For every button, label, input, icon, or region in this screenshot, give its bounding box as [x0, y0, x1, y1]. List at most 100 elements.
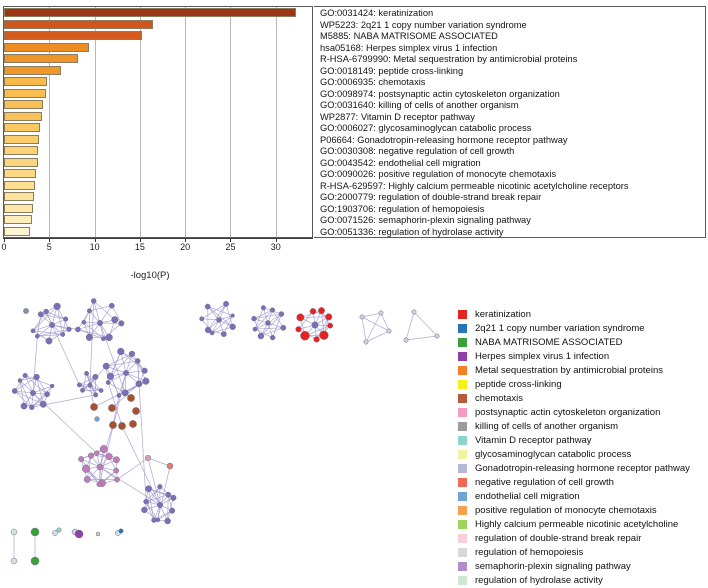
network-node[interactable]	[38, 312, 43, 317]
network-node[interactable]	[30, 390, 35, 395]
legend-item[interactable]: Vitamin D receptor pathway	[458, 433, 708, 447]
network-node[interactable]	[78, 456, 83, 461]
network-node[interactable]	[143, 378, 150, 385]
network-node[interactable]	[11, 529, 17, 535]
network-node[interactable]	[21, 403, 27, 409]
network-node[interactable]	[119, 529, 123, 533]
network-node[interactable]	[296, 326, 302, 332]
network-node[interactable]	[107, 373, 114, 380]
network-node[interactable]	[404, 338, 408, 342]
network-node[interactable]	[117, 348, 124, 355]
network-node[interactable]	[132, 407, 139, 414]
legend-item[interactable]: Highly calcium permeable nicotinic acety…	[458, 518, 708, 532]
network-node[interactable]	[103, 363, 109, 369]
network-node[interactable]	[108, 404, 115, 411]
network-node[interactable]	[63, 317, 68, 322]
network-node[interactable]	[12, 388, 17, 393]
network-node[interactable]	[46, 338, 52, 344]
network-node[interactable]	[387, 329, 391, 333]
network-node[interactable]	[167, 463, 173, 469]
network-node[interactable]	[50, 384, 54, 388]
legend-item[interactable]: Gonadotropin-releasing hormone receptor …	[458, 462, 708, 476]
legend-item[interactable]: regulation of double-strand break repair	[458, 532, 708, 546]
network-node[interactable]	[82, 465, 90, 473]
network-node[interactable]	[158, 484, 163, 489]
network-node[interactable]	[114, 468, 119, 473]
legend-item[interactable]: glycosaminoglycan catabolic process	[458, 447, 708, 461]
network-node[interactable]	[113, 457, 119, 463]
network-node[interactable]	[141, 507, 147, 513]
legend-item[interactable]: endothelial cell migration	[458, 490, 708, 504]
network-node[interactable]	[265, 320, 270, 325]
network-node[interactable]	[281, 325, 286, 330]
legend-item[interactable]: postsynaptic actin cytoskeleton organiza…	[458, 405, 708, 419]
network-node[interactable]	[320, 331, 329, 340]
network-node[interactable]	[200, 317, 204, 321]
network-node[interactable]	[297, 314, 304, 321]
network-node[interactable]	[87, 309, 91, 313]
network-node[interactable]	[88, 383, 92, 387]
network-node[interactable]	[360, 315, 364, 319]
network-node[interactable]	[118, 422, 125, 429]
network-node[interactable]	[270, 335, 275, 340]
network-node[interactable]	[364, 340, 368, 344]
network-node[interactable]	[49, 322, 54, 327]
network-node[interactable]	[312, 322, 318, 328]
network-node[interactable]	[67, 327, 72, 332]
network-node[interactable]	[106, 453, 112, 459]
network-node[interactable]	[106, 334, 113, 341]
network-node[interactable]	[169, 508, 174, 513]
legend-item[interactable]: semaphorin-plexin signaling pathway	[458, 560, 708, 574]
network-node[interactable]	[379, 311, 383, 315]
network-node[interactable]	[279, 312, 284, 317]
network-node[interactable]	[117, 393, 121, 397]
network-node[interactable]	[75, 530, 83, 538]
network-node[interactable]	[135, 358, 140, 363]
network-node[interactable]	[91, 299, 96, 304]
network-node[interactable]	[97, 464, 103, 470]
network-node[interactable]	[144, 499, 149, 504]
network-node[interactable]	[122, 390, 128, 396]
legend-item[interactable]: killing of cells of another organism	[458, 419, 708, 433]
network-node[interactable]	[205, 327, 211, 333]
network-node[interactable]	[145, 455, 151, 461]
network-node[interactable]	[230, 324, 236, 330]
network-node[interactable]	[90, 403, 97, 410]
network-node[interactable]	[253, 327, 257, 331]
legend-item[interactable]: Herpes simplex virus 1 infection	[458, 349, 708, 363]
network-node[interactable]	[34, 374, 40, 380]
network-node[interactable]	[84, 371, 88, 375]
network-node[interactable]	[325, 314, 331, 320]
legend-item[interactable]: regulation of hemopoiesis	[458, 546, 708, 560]
network-node[interactable]	[52, 530, 57, 535]
network-node[interactable]	[223, 301, 228, 306]
network-node[interactable]	[82, 320, 86, 324]
network-node[interactable]	[11, 558, 17, 564]
legend-item[interactable]: 2q21 1 copy number variation syndrome	[458, 321, 708, 335]
network-node[interactable]	[314, 336, 320, 342]
network-node[interactable]	[97, 482, 102, 487]
network-node[interactable]	[252, 316, 257, 321]
network-node[interactable]	[97, 320, 102, 325]
legend-item[interactable]: NABA MATRISOME ASSOCIATED	[458, 335, 708, 349]
network-node[interactable]	[94, 451, 99, 456]
network-node[interactable]	[310, 308, 316, 314]
network-node[interactable]	[109, 303, 114, 308]
network-node[interactable]	[80, 388, 84, 392]
network-node[interactable]	[23, 308, 28, 313]
network-node[interactable]	[75, 327, 80, 332]
network-node[interactable]	[84, 476, 90, 482]
network-node[interactable]	[57, 528, 61, 532]
network-node[interactable]	[101, 337, 105, 341]
network-node[interactable]	[270, 308, 275, 313]
network-node[interactable]	[23, 373, 28, 378]
network-node[interactable]	[54, 303, 61, 310]
network-node[interactable]	[93, 393, 98, 398]
legend-item[interactable]: positive regulation of monocyte chemotax…	[458, 504, 708, 518]
network-node[interactable]	[112, 316, 119, 323]
network-node[interactable]	[165, 518, 171, 524]
network-node[interactable]	[86, 334, 93, 341]
legend-item[interactable]: chemotaxis	[458, 391, 708, 405]
network-node[interactable]	[93, 374, 99, 380]
network-node[interactable]	[106, 380, 110, 384]
